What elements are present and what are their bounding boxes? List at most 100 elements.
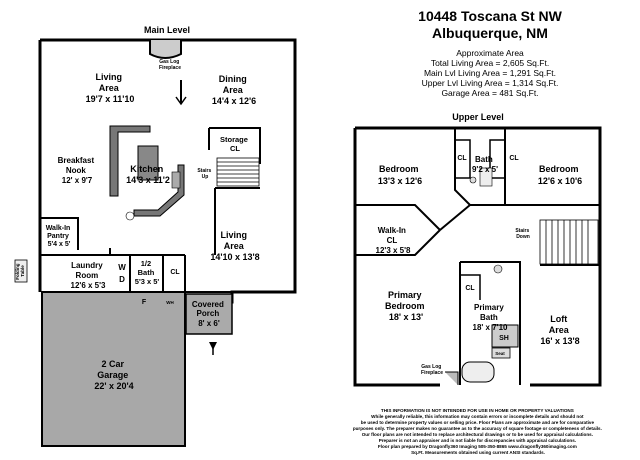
main-level-title: Main Level <box>144 25 190 35</box>
loft-label: Loft Area 16' x 13'8 <box>540 314 579 346</box>
living2-name-2: Area <box>224 241 245 251</box>
disclaimer-line-6: Floor plan prepared by Dragonfly360 Imag… <box>378 444 577 449</box>
bath-upper-dims: 9'2 x 5' <box>472 165 498 174</box>
living2-label: Living Area 14'10 x 13'8 <box>210 230 259 262</box>
stairs-up-1: Stairs <box>197 168 211 174</box>
primary-bed-name-1: Primary <box>388 290 422 300</box>
disclaimer-line-5: Preparer is not an appraiser and is not … <box>379 438 576 443</box>
gas-log-upper-1: Gas Log <box>421 364 441 370</box>
walkin-name-2: CL <box>387 236 398 245</box>
garage-name-1: 2 Car <box>101 359 124 369</box>
pantry-name-1: Walk-In <box>46 225 71 232</box>
gas-log-main-1: Gas Log <box>159 59 179 65</box>
walkin-label: Walk-In CL 12'3 x 5'8 <box>376 226 411 255</box>
walkin-dims: 12'3 x 5'8 <box>376 246 411 255</box>
porch-label: Covered Porch 8' x 6' <box>192 300 226 328</box>
bath-upper-label: Bath 9'2 x 5' <box>472 155 498 174</box>
dryer-label: D <box>119 275 125 284</box>
upper-stairs <box>539 219 599 265</box>
porch-name-2: Porch <box>197 309 220 318</box>
bath-upper-name: Bath <box>475 155 493 164</box>
breakfast-dims: 12' x 9'7 <box>62 176 93 185</box>
living2-name-1: Living <box>220 230 247 240</box>
breakfast-name-2: Nook <box>66 166 87 175</box>
kitchen-dims: 14'3 x 11'2 <box>126 175 170 185</box>
living1-name-2: Area <box>99 83 120 93</box>
disclaimer-line-1: While generally reliable, this informati… <box>371 414 584 419</box>
primary-bath-name-1: Primary <box>474 303 504 312</box>
dining-label: Dining Area 14'4 x 12'6 <box>212 74 256 106</box>
address-line2: Albuquerque, NM <box>432 25 548 41</box>
area-main: Main Lvl Living Area = 1,291 Sq.Ft. <box>423 68 557 78</box>
folding-1: Folding <box>15 263 20 279</box>
main-level-label: Main Level <box>144 25 190 35</box>
cl3-label: CL <box>465 285 475 292</box>
storage-name: Storage <box>220 135 248 144</box>
stairs-up-label: Stairs Up <box>197 168 212 180</box>
bedroom2-name: Bedroom <box>539 164 579 174</box>
laundry-name-2: Room <box>76 271 99 280</box>
disclaimer-line-2: be used to determine property values or … <box>361 420 595 425</box>
half-bath-dims: 5'3 x 5' <box>135 277 160 286</box>
gas-log-upper: Gas Log Fireplace <box>421 364 443 376</box>
bedroom1-name: Bedroom <box>379 164 419 174</box>
garage <box>41 291 186 447</box>
bedroom2-dims: 12'6 x 10'6 <box>538 176 582 186</box>
primary-bath-label: Primary Bath 18' x 7'10 <box>473 303 508 332</box>
primary-bed-label: Primary Bedroom 18' x 13' <box>385 290 427 322</box>
stairs-up-2: Up <box>202 174 209 180</box>
pantry-label: Walk-In Pantry 5'4 x 5' <box>46 225 73 248</box>
half-bath-name-2: Bath <box>138 268 155 277</box>
laundry-dims: 12'6 x 5'3 <box>71 281 106 290</box>
disclaimer-line-4: Our floor plans are not intended to repl… <box>362 432 593 437</box>
pantry-name-2: Pantry <box>47 233 69 240</box>
folding-label: Folding Table <box>15 262 25 280</box>
main-level-walls <box>38 38 297 304</box>
disclaimer-line-0: THIS INFORMATION IS NOT INTENDED FOR USE… <box>381 408 574 413</box>
kitchen-counters <box>109 125 185 221</box>
storage-sub: CL <box>230 144 240 153</box>
bedroom2-label: Bedroom 12'6 x 10'6 <box>538 164 582 186</box>
bedroom1-dims: 13'3 x 12'6 <box>378 176 422 186</box>
walkin-name-1: Walk-In <box>378 226 406 235</box>
laundry-name-1: Laundry <box>71 261 103 270</box>
living1-dims: 19'7 x 11'10 <box>86 94 135 104</box>
breakfast-name-1: Breakfast <box>58 156 95 165</box>
washer-label: W <box>118 263 126 272</box>
primary-bath-dims: 18' x 7'10 <box>473 323 508 332</box>
stairs-down-2: Down <box>516 234 530 240</box>
primary-bath-name-2: Bath <box>480 313 498 322</box>
furnace-label: F <box>142 299 147 306</box>
seat-label: Seat <box>495 351 505 356</box>
half-bath-name-1: 1/2 <box>141 259 151 268</box>
dining-name-1: Dining <box>219 74 247 84</box>
area-total: Total Living Area = 2,605 Sq.Ft. <box>430 58 550 68</box>
sh-label: SH <box>499 335 509 342</box>
primary-bed-dims: 18' x 13' <box>389 312 423 322</box>
disclaimer-line-7: Sq.Ft. Measurements obtained using curre… <box>411 450 545 455</box>
laundry-label: Laundry Room 12'6 x 5'3 <box>71 261 106 290</box>
loft-dims: 16' x 13'8 <box>540 336 579 346</box>
living1-label: Living Area 19'7 x 11'10 <box>86 72 135 104</box>
gas-log-main: Gas Log Fireplace <box>159 59 181 71</box>
kitchen-name: Kitchen <box>130 164 163 174</box>
upper-level-title: Upper Level <box>452 112 504 122</box>
storage-label: Storage CL <box>220 135 250 153</box>
garage-dims: 22' x 20'4 <box>94 381 133 391</box>
cl1-label: CL <box>457 155 467 162</box>
cl2-label: CL <box>509 155 519 162</box>
kitchen-label: Kitchen 14'3 x 11'2 <box>126 164 170 185</box>
living1-name-1: Living <box>95 72 122 82</box>
gas-log-main-2: Fireplace <box>159 65 181 71</box>
gas-log-upper-2: Fireplace <box>421 370 443 376</box>
living2-dims: 14'10 x 13'8 <box>210 252 259 262</box>
half-bath-label: 1/2 Bath 5'3 x 5' <box>135 259 160 286</box>
pantry-dims: 5'4 x 5' <box>48 241 71 248</box>
area-upper: Upper Lvl Living Area = 1,314 Sq.Ft. <box>421 78 559 88</box>
loft-name-1: Loft <box>550 314 567 324</box>
water-heater-label: WH <box>166 300 174 305</box>
folding-2: Table <box>20 265 25 277</box>
stairs-down-1: Stairs <box>515 228 529 234</box>
dining-dims: 14'4 x 12'6 <box>212 96 256 106</box>
disclaimer-line-3: purposes only. The preparer makes no gua… <box>353 426 602 431</box>
